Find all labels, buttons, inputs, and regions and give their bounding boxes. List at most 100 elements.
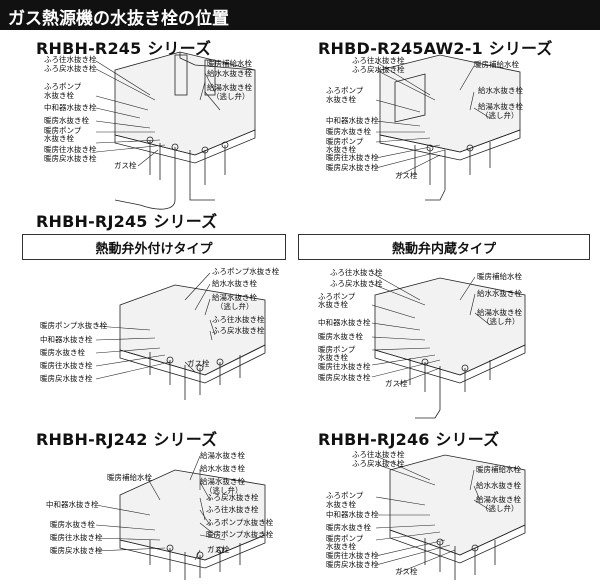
label-heating-supply-drain: 暖房往水抜き栓 xyxy=(40,361,93,370)
label-heating-return-drain: 暖房戻水抜き栓 xyxy=(318,373,371,382)
label-gas-valve: ガス栓 xyxy=(207,545,230,554)
label-relief-valve: （逃し弁） xyxy=(216,302,254,311)
label-heating-return-drain: 暖房戻水抜き栓 xyxy=(326,163,379,172)
label-heating-pump-drain: 水抜き栓 xyxy=(326,145,356,154)
label-hot-water-drain: 給湯水抜き栓 xyxy=(212,293,257,302)
label-furo-supply-drain: ふろ往水抜き栓 xyxy=(212,315,265,324)
label-relief-valve: （逃し弁） xyxy=(212,92,250,101)
label-gas-valve: ガス栓 xyxy=(385,379,408,388)
label-furo-pump-drain: ふろポンプ水抜き栓 xyxy=(212,267,280,276)
type-box-internal-valve: 熱動弁内蔵タイプ xyxy=(298,234,590,260)
label-furo-pump-drain: ふろポンプ水抜き栓 xyxy=(206,518,274,527)
label-heating-pump-drain: 水抜き栓 xyxy=(44,134,74,143)
label-heating-return-drain: 暖房戻水抜き栓 xyxy=(44,154,97,163)
model-title-rhbh-rj242: RHBH-RJ242 シリーズ xyxy=(36,430,218,449)
label-furo-supply-drain: ふろ往水抜き栓 xyxy=(330,268,383,277)
label-heating-drain: 暖房水抜き栓 xyxy=(326,127,371,136)
label-gas-valve: ガス栓 xyxy=(114,161,137,170)
label-neutralizer-drain: 中和器水抜き栓 xyxy=(318,318,371,327)
label-neutralizer-drain: 中和器水抜き栓 xyxy=(326,116,379,125)
label-relief-valve: （逃し弁） xyxy=(481,504,519,513)
label-heating-return-drain: 暖房戻水抜き栓 xyxy=(50,546,103,555)
label-supply-water-drain: 給水水抜き栓 xyxy=(477,289,522,298)
label-gas-valve: ガス栓 xyxy=(395,171,418,180)
label-heating-return-drain: 暖房戻水抜き栓 xyxy=(40,374,93,383)
label-hot-water-drain-2: 給湯水抜き栓 xyxy=(200,477,245,486)
label-furo-pump: ふろポンプ xyxy=(44,82,82,91)
label-supply-water-drain: 給水水抜き栓 xyxy=(478,86,523,95)
label-furo-supply-drain: ふろ往水抜き栓 xyxy=(352,56,405,65)
label-heating-makeup-valve: 暖房補給水栓 xyxy=(474,60,519,69)
label-heating-pump: 暖房ポンプ xyxy=(44,126,82,135)
label-heating-drain: 暖房水抜き栓 xyxy=(326,523,371,532)
label-heating-return-drain: 暖房戻水抜き栓 xyxy=(326,560,379,569)
label-heating-makeup-valve: 暖房補給水栓 xyxy=(207,59,252,68)
label-neutralizer-drain: 中和器水抜き栓 xyxy=(44,103,97,112)
label-hot-water-drain: 給湯水抜き栓 xyxy=(200,451,245,460)
label-neutralizer-drain: 中和器水抜き栓 xyxy=(46,500,99,509)
label-furo-supply-drain: ふろ往水抜き栓 xyxy=(44,55,97,64)
label-heating-supply-drain: 暖房往水抜き栓 xyxy=(326,153,379,162)
model-title-rhbh-r245: RHBH-R245 シリーズ xyxy=(36,39,212,58)
label-supply-water-drain: 給水水抜き栓 xyxy=(200,464,245,473)
label-furo-return-drain: ふろ戻水抜き栓 xyxy=(44,64,97,73)
label-furo-pump-drain: 水抜き栓 xyxy=(318,300,348,309)
label-heating-supply-drain: 暖房往水抜き栓 xyxy=(44,145,97,154)
label-furo-pump: ふろポンプ xyxy=(326,491,364,500)
label-furo-pump-drain: 水抜き栓 xyxy=(44,91,74,100)
label-hot-water-drain: 給湯水抜き栓 xyxy=(207,83,252,92)
label-heating-makeup-valve: 暖房補給水栓 xyxy=(477,272,522,281)
label-heating-pump-drain: 水抜き栓 xyxy=(318,353,348,362)
label-heating-drain: 暖房水抜き栓 xyxy=(40,348,85,357)
label-heating-makeup-valve: 暖房補給水栓 xyxy=(476,465,521,474)
label-heating-pump-drain: 暖房ポンプ水抜き栓 xyxy=(40,321,108,330)
label-furo-pump-drain: 水抜き栓 xyxy=(326,95,356,104)
label-heating-supply-drain: 暖房往水抜き栓 xyxy=(50,533,103,542)
label-furo-pump: ふろポンプ xyxy=(318,292,356,301)
label-furo-supply-drain: ふろ往水抜き栓 xyxy=(352,450,405,459)
label-supply-water-drain: 給水水抜き栓 xyxy=(207,69,252,78)
label-gas-valve: ガス栓 xyxy=(187,359,210,368)
label-gas-valve: ガス栓 xyxy=(395,567,418,576)
label-heating-drain: 暖房水抜き栓 xyxy=(44,116,89,125)
label-relief-valve: （逃し弁） xyxy=(482,317,520,326)
label-hot-water-drain: 給湯水抜き栓 xyxy=(478,102,523,111)
label-heating-supply-drain: 暖房往水抜き栓 xyxy=(318,362,371,371)
model-title-rhbh-rj245: RHBH-RJ245 シリーズ xyxy=(36,212,218,231)
label-furo-supply-drain: ふろ往水抜き栓 xyxy=(206,505,259,514)
label-heating-pump: 暖房ポンプ xyxy=(326,137,364,146)
label-neutralizer-drain: 中和器水抜き栓 xyxy=(40,335,93,344)
type-box-external-valve: 熱動弁外付けタイプ xyxy=(22,234,286,260)
label-relief-valve: （逃し弁） xyxy=(205,486,243,495)
model-title-rhbd-r245aw2-1: RHBD-R245AW2-1 シリーズ xyxy=(318,39,553,58)
label-heating-makeup-valve: 暖房補給水栓 xyxy=(107,473,152,482)
label-heating-pump: 暖房ポンプ xyxy=(318,345,356,354)
label-furo-return-drain: ふろ戻水抜き栓 xyxy=(330,279,383,288)
label-heating-pump-drain: 暖房ポンプ水抜き栓 xyxy=(206,530,274,539)
label-heating-supply-drain: 暖房往水抜き栓 xyxy=(326,551,379,560)
label-heating-pump-drain: 水抜き栓 xyxy=(326,542,356,551)
label-furo-return-drain: ふろ戻水抜き栓 xyxy=(352,459,405,468)
model-title-rhbh-rj246: RHBH-RJ246 シリーズ xyxy=(318,430,500,449)
label-heating-drain: 暖房水抜き栓 xyxy=(50,520,95,529)
label-supply-water-drain: 給水水抜き栓 xyxy=(212,279,257,288)
label-relief-valve: （逃し弁） xyxy=(481,111,519,120)
label-furo-pump: ふろポンプ xyxy=(326,86,364,95)
label-furo-return-drain: ふろ戻水抜き栓 xyxy=(212,326,265,335)
label-heating-drain: 暖房水抜き栓 xyxy=(318,332,363,341)
label-heating-pump: 暖房ポンプ xyxy=(326,534,364,543)
label-hot-water-drain: 給湯水抜き栓 xyxy=(477,308,522,317)
page-title: ガス熱源機の水抜き栓の位置 xyxy=(8,9,229,29)
label-hot-water-drain: 給湯水抜き栓 xyxy=(476,495,521,504)
label-neutralizer-drain: 中和器水抜き栓 xyxy=(326,510,379,519)
label-supply-water-drain: 給水水抜き栓 xyxy=(476,481,521,490)
label-furo-return-drain: ふろ戻水抜き栓 xyxy=(352,65,405,74)
label-furo-pump-drain: 水抜き栓 xyxy=(326,500,356,509)
label-furo-return-drain: ふろ戻水抜き栓 xyxy=(206,493,259,502)
